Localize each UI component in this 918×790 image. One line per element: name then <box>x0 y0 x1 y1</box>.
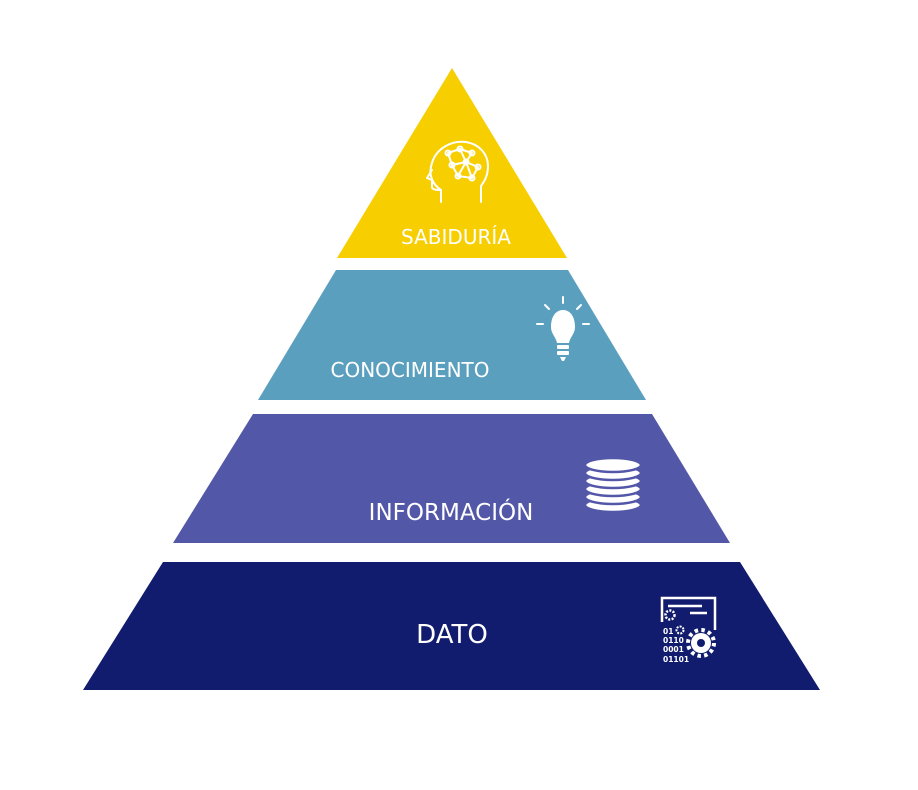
level-informacion: INFORMACIÓN <box>173 414 730 543</box>
binary-line-2: 0110 <box>663 636 684 645</box>
level-informacion-shape <box>173 414 730 543</box>
level-informacion-label: INFORMACIÓN <box>369 498 534 526</box>
level-dato: 01 0110 0001 01101 DATO <box>83 562 820 690</box>
level-conocimiento-shape <box>258 270 646 400</box>
binary-gears-icon: 01 0110 0001 01101 <box>660 596 717 664</box>
gear-icon <box>686 628 716 658</box>
level-conocimiento: CONOCIMIENTO <box>258 270 646 400</box>
level-conocimiento-label: CONOCIMIENTO <box>331 358 490 382</box>
database-icon <box>583 456 643 514</box>
binary-line-4: 01101 <box>663 655 689 664</box>
brain-head-icon <box>426 140 489 203</box>
binary-line-1: 01 <box>663 627 673 636</box>
level-dato-shape <box>83 562 820 690</box>
level-sabiduria: SABIDURÍA <box>337 68 567 258</box>
binary-line-3: 0001 <box>663 645 684 654</box>
level-sabiduria-label: SABIDURÍA <box>401 225 511 249</box>
level-dato-label: DATO <box>416 620 488 650</box>
lightbulb-icon <box>536 296 590 361</box>
